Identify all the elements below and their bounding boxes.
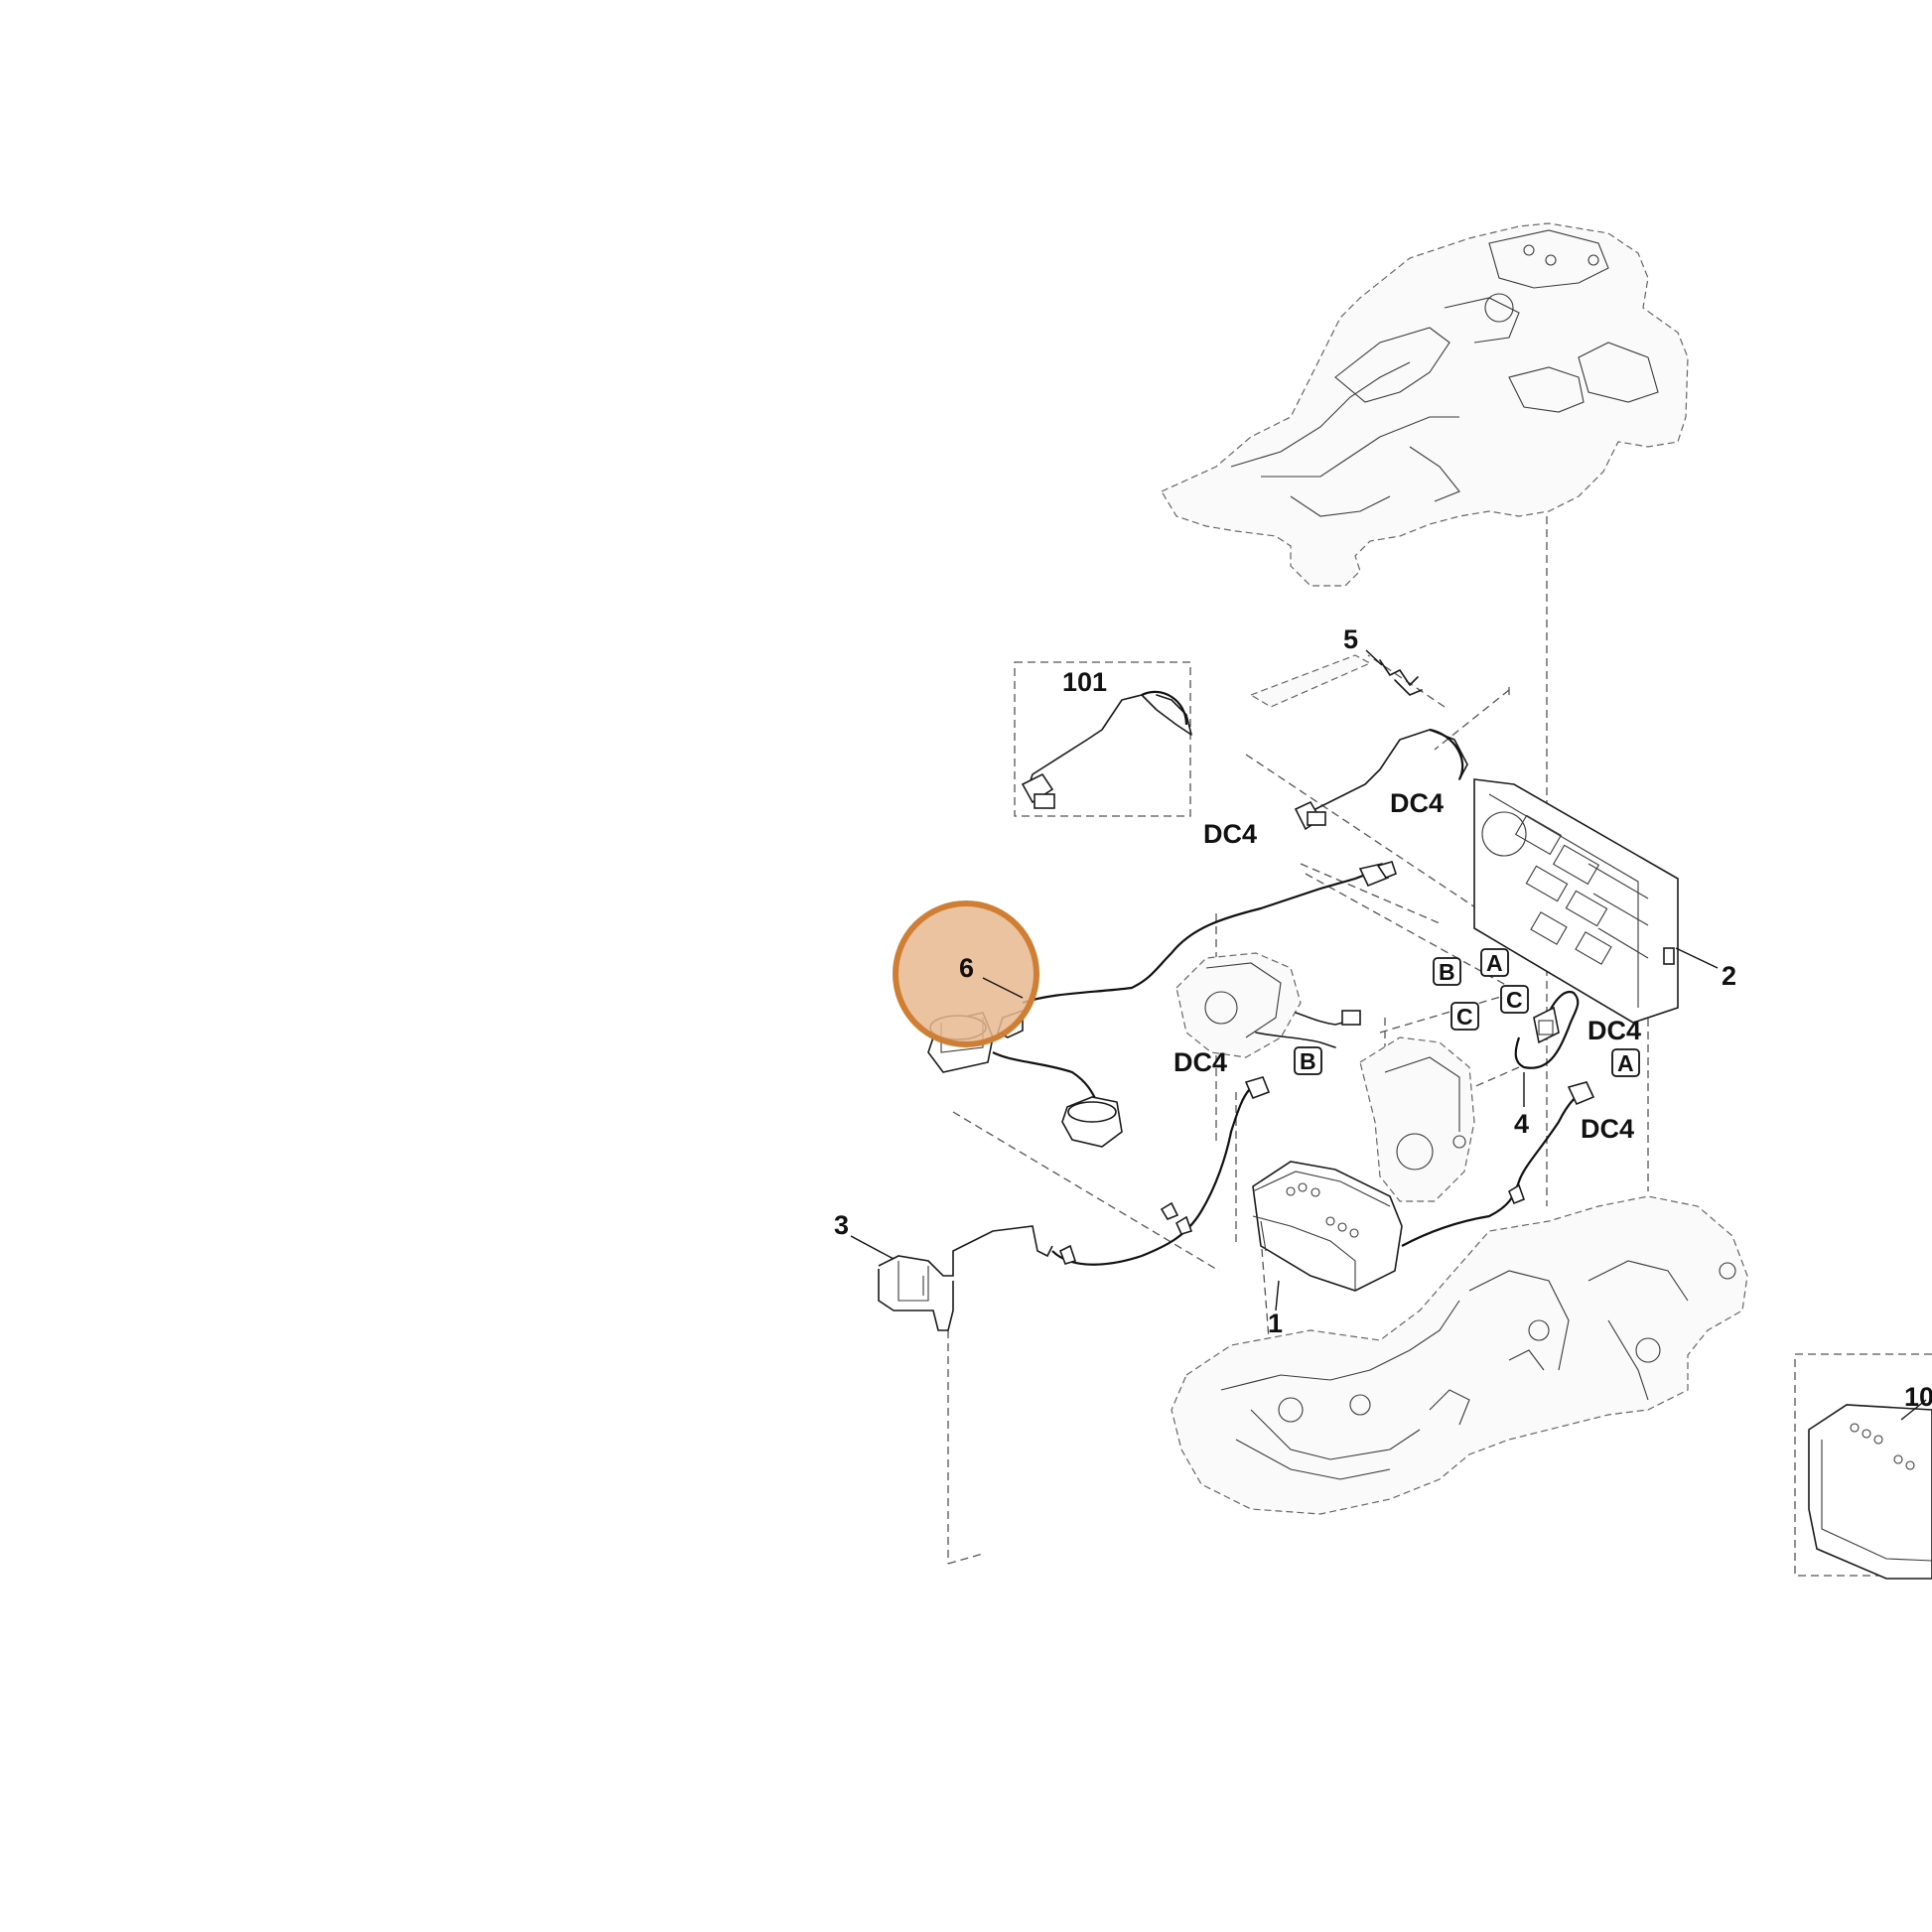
- callout-dc4-a: DC4: [1390, 788, 1444, 818]
- bottom-chassis: [1171, 1195, 1748, 1515]
- part-101-group: 101: [1014, 661, 1192, 817]
- callout-dc4-c: DC4: [1587, 1016, 1641, 1045]
- connector-tags: B A C C B A: [1294, 948, 1640, 1077]
- tag-c-lower: C: [1450, 1002, 1479, 1031]
- svg-text:A: A: [1486, 950, 1503, 976]
- callout-5: 5: [1343, 624, 1358, 654]
- callout-10: 10: [1904, 1382, 1932, 1412]
- callout-6: 6: [959, 953, 974, 983]
- callout-3: 3: [834, 1210, 849, 1240]
- part-5-group: 5 DC4: [1249, 624, 1468, 831]
- callout-1: 1: [1268, 1309, 1283, 1338]
- callout-dc4-e: DC4: [1581, 1114, 1634, 1144]
- callout-4: 4: [1514, 1109, 1529, 1139]
- svg-text:C: C: [1506, 987, 1523, 1013]
- drive-motor-ghosts: [1175, 952, 1475, 1202]
- svg-text:A: A: [1617, 1050, 1634, 1076]
- svg-text:B: B: [1439, 959, 1455, 985]
- part-2-control-panel: 2: [1473, 778, 1736, 1024]
- part-6-group: 6 DC4: [893, 819, 1397, 1148]
- top-housing: [1161, 222, 1689, 587]
- callout-dc4-b: DC4: [1203, 819, 1257, 849]
- part-3-group: 3: [834, 1210, 1053, 1331]
- callout-101: 101: [1062, 667, 1107, 697]
- tag-b-upper: B: [1433, 957, 1461, 986]
- highlight-circle: [893, 900, 1039, 1047]
- part-4-group: 4 DC4: [1514, 990, 1641, 1139]
- callout-2: 2: [1722, 961, 1736, 991]
- tag-a-lower: A: [1611, 1048, 1640, 1077]
- svg-text:C: C: [1456, 1004, 1473, 1030]
- part-101-box: [1014, 661, 1191, 817]
- tag-b-lower: B: [1294, 1046, 1322, 1075]
- part-10-group: 10: [1794, 1353, 1932, 1580]
- harness-3-group: DC4: [1051, 1047, 1271, 1266]
- svg-text:B: B: [1300, 1048, 1316, 1074]
- part-1-group: 1 DC4: [1252, 1081, 1634, 1338]
- callout-dc4-d: DC4: [1173, 1047, 1227, 1077]
- tag-a-upper: A: [1480, 948, 1509, 977]
- tag-c-upper: C: [1500, 985, 1529, 1014]
